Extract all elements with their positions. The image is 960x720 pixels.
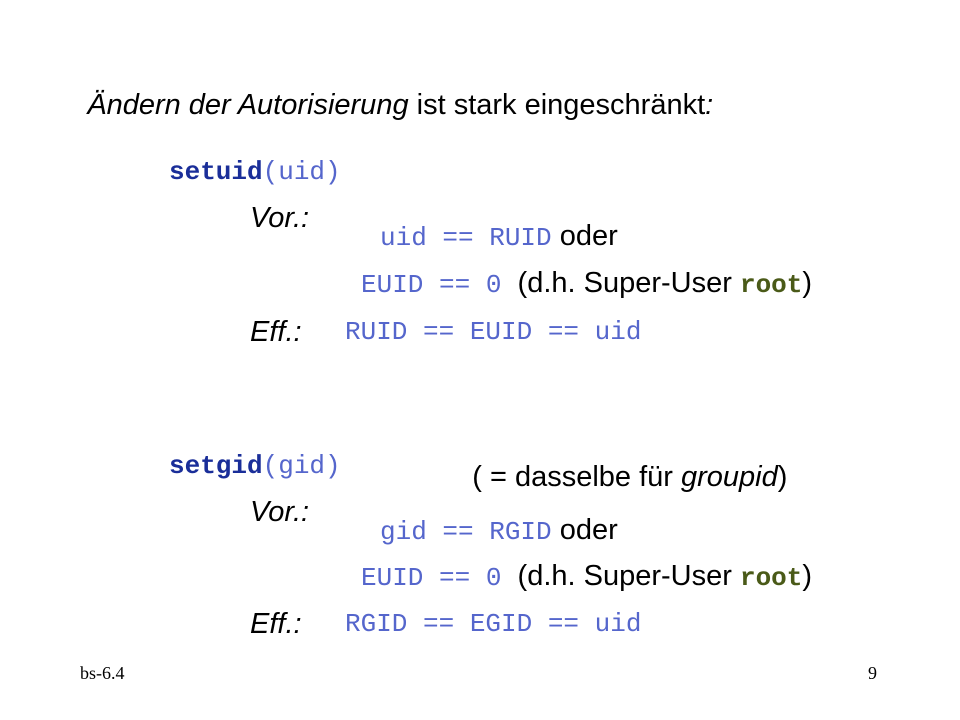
setuid-vor-label: Vor.: — [250, 202, 310, 234]
setgid-note: ( = dasselbe für groupid) — [440, 434, 787, 521]
setgid-root: root — [739, 563, 803, 593]
setuid-function-name: setuid — [169, 157, 263, 187]
setgid-cond2-code: EUID == 0 — [361, 563, 502, 593]
setuid-precondition-2: EUID == 0 (d.h. Super-User root) — [345, 253, 812, 314]
page-number: 9 — [868, 663, 877, 683]
setgid-eff-label: Eff.: — [250, 608, 302, 640]
setuid-cond2-code: EUID == 0 — [361, 270, 502, 300]
setgid-precondition-2: EUID == 0 (d.h. Super-User root) — [345, 546, 812, 607]
setuid-cond1-text: oder — [551, 220, 618, 252]
setuid-cond1-code: uid == RUID — [380, 223, 552, 253]
setgid-signature: setgid(gid) — [153, 437, 341, 495]
footer-label: bs-6.4 — [80, 663, 125, 683]
setgid-precondition-1: gid == RGID oder — [364, 500, 618, 561]
heading-colon: : — [705, 89, 714, 121]
setgid-note-post: ) — [777, 461, 788, 493]
setuid-effect-code: RUID == EUID == uid — [345, 317, 642, 347]
setgid-effect-code: RGID == EGID == uid — [345, 609, 642, 639]
setgid-note-italic: groupid — [680, 461, 778, 493]
setgid-note-pre: ( = dasselbe für — [472, 461, 681, 493]
setgid-cond2-close: ) — [802, 560, 813, 592]
setuid-precondition-1: uid == RUID oder — [364, 206, 618, 267]
slide-heading: Ändern der Autorisierung ist stark einge… — [55, 62, 713, 149]
setgid-vor-label: Vor.: — [250, 496, 310, 528]
setuid-cond2-text: (d.h. Super-User — [501, 267, 740, 299]
setgid-function-name: setgid — [169, 451, 263, 481]
setuid-signature: setuid(uid) — [153, 143, 341, 201]
heading-rest: ist stark eingeschränkt — [408, 89, 706, 121]
heading-italic: Ändern der Autorisierung — [87, 89, 409, 121]
setuid-eff-label: Eff.: — [250, 316, 302, 348]
setuid-cond2-close: ) — [802, 267, 813, 299]
setuid-root: root — [739, 270, 803, 300]
setgid-args: (gid) — [262, 451, 341, 481]
setgid-cond1-text: oder — [551, 514, 618, 546]
setgid-cond2-text: (d.h. Super-User — [501, 560, 740, 592]
setgid-cond1-code: gid == RGID — [380, 517, 552, 547]
setuid-args: (uid) — [262, 157, 341, 187]
